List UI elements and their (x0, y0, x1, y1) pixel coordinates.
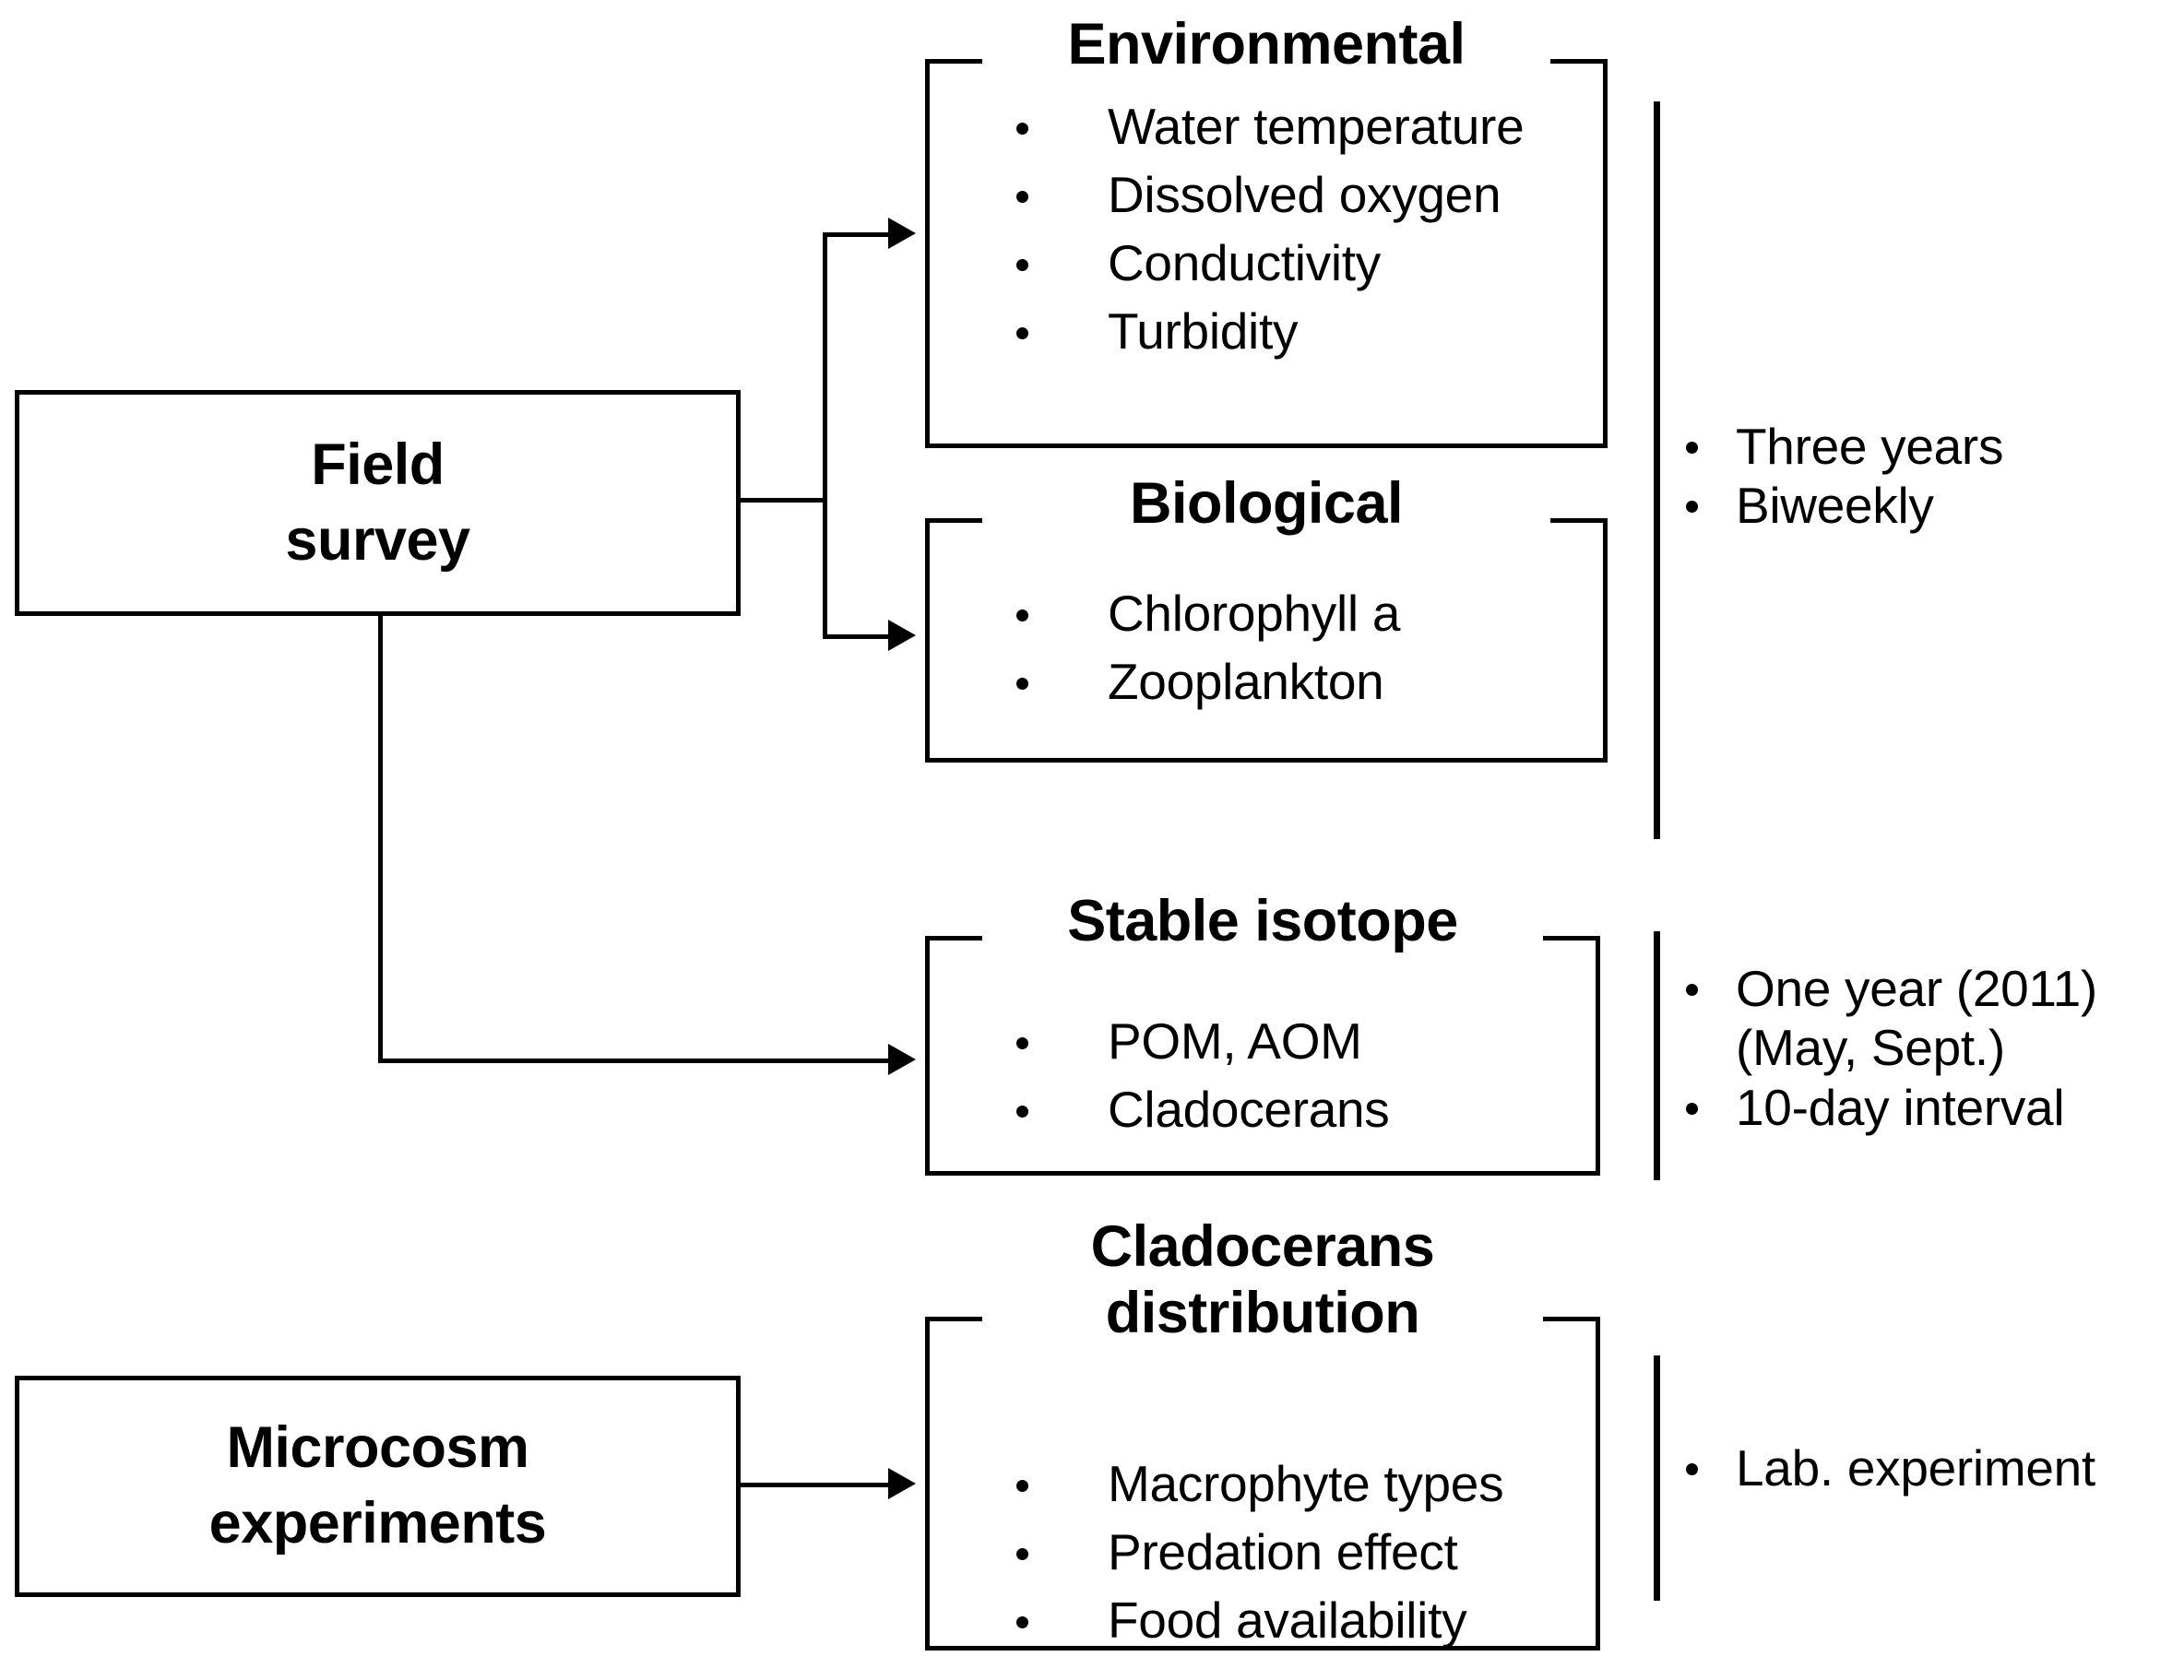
annotation-line: Biweekly (1682, 479, 2003, 533)
annotation-line: (May, Sept.) (1736, 1019, 2005, 1077)
stable-isotope-title: Stable isotope (1067, 889, 1458, 953)
node-microcosm-line-1: Microcosm (226, 1415, 529, 1481)
annotation-line: 10-day interval (1682, 1080, 2097, 1134)
annotation-line: One year (2011) (1682, 962, 2097, 1015)
environmental-title: Environmental (1067, 12, 1466, 77)
cladocerans-distribution-border-right (1596, 1317, 1600, 1650)
connector-field-survey-riser (823, 232, 827, 502)
environmental-border-stub-left (925, 59, 982, 64)
annotation-bar-microcosm (1654, 1355, 1660, 1601)
node-stable-isotope[interactable]: Stable isotope POM, AOM Cladocerans (925, 889, 1600, 1176)
annotation-bar-stable-isotope (1654, 931, 1660, 1180)
arrowhead-cladocerans-distribution (888, 1468, 916, 1499)
list-item: Macrophyte types (1010, 1459, 1504, 1509)
list-item: Predation effect (1010, 1527, 1503, 1578)
cladocerans-distribution-border-stub-left (925, 1317, 982, 1321)
annotation-stable-isotope-schedule: One year (2011) (May, Sept.) 10-day inte… (1682, 962, 2097, 1134)
list-item: Water temperature (1010, 101, 1525, 152)
cladocerans-distribution-item-list: Macrophyte types Predation effect Food a… (1010, 1459, 1504, 1646)
list-item: Conductivity (1010, 238, 1524, 289)
annotation-field-survey-schedule: Three years Biweekly (1682, 420, 2003, 533)
cladocerans-distribution-border-stub-right (1543, 1317, 1600, 1321)
connector-to-environmental (823, 232, 900, 237)
list-item: Zooplankton (1010, 657, 1400, 707)
biological-border-bottom (925, 758, 1608, 763)
node-field-survey-line-2: survey (285, 507, 470, 573)
arrowhead-stable-isotope (888, 1044, 916, 1075)
list-item: Turbidity (1010, 306, 1524, 357)
biological-border-stub-left (925, 518, 982, 523)
stable-isotope-border-stub-right (1543, 936, 1600, 941)
environmental-border-right (1603, 59, 1608, 448)
list-item: POM, AOM (1010, 1016, 1389, 1067)
biological-item-list: Chlorophyll a Zooplankton (1010, 588, 1400, 707)
annotation-line: Three years (1682, 420, 2003, 473)
annotation-line: Lab. experiment (1682, 1441, 2095, 1495)
node-biological[interactable]: Biological Chlorophyll a Zooplankton (925, 471, 1608, 763)
annotation-microcosm-schedule: Lab. experiment (1682, 1441, 2095, 1495)
environmental-item-list: Water temperature Dissolved oxygen Condu… (1010, 101, 1525, 357)
list-item: Chlorophyll a (1010, 588, 1400, 639)
stable-isotope-border-bottom (925, 1171, 1600, 1176)
stable-isotope-border-left (925, 936, 930, 1176)
node-environmental[interactable]: Environmental Water temperature Dissolve… (925, 12, 1608, 448)
list-item: Food availability (1010, 1595, 1503, 1646)
connector-field-survey-dropper (823, 498, 827, 639)
biological-border-left (925, 518, 930, 763)
biological-title: Biological (1129, 471, 1404, 536)
connector-to-stable-isotope (378, 1059, 900, 1063)
environmental-border-left (925, 59, 930, 448)
connector-to-biological (823, 634, 900, 639)
node-cladocerans-distribution[interactable]: Cladocerans distribution Macrophyte type… (925, 1214, 1600, 1650)
connector-to-cladocerans-distribution (731, 1483, 900, 1487)
connector-field-survey-to-isotope-riser (378, 604, 383, 1063)
biological-border-right (1603, 518, 1608, 763)
node-field-survey[interactable]: Field survey (15, 390, 741, 616)
stable-isotope-border-stub-left (925, 936, 982, 941)
cladocerans-distribution-title: Cladocerans distribution (1090, 1214, 1435, 1345)
cladocerans-distribution-border-left (925, 1317, 930, 1650)
annotation-bar-field-survey (1654, 101, 1660, 839)
arrowhead-biological (888, 620, 916, 651)
node-microcosm-experiments[interactable]: Microcosm experiments (15, 1376, 741, 1597)
environmental-border-stub-right (1550, 59, 1608, 64)
stable-isotope-item-list: POM, AOM Cladocerans (1010, 1016, 1390, 1135)
list-item: Dissolved oxygen (1010, 170, 1524, 220)
environmental-border-bottom (925, 444, 1608, 448)
list-item: Cladocerans (1010, 1084, 1390, 1135)
biological-border-stub-right (1550, 518, 1608, 523)
node-microcosm-line-2: experiments (208, 1491, 547, 1556)
node-field-survey-line-1: Field (311, 432, 445, 497)
cladocerans-distribution-border-bottom (925, 1646, 1600, 1650)
stable-isotope-border-right (1596, 936, 1600, 1176)
arrowhead-environmental (888, 218, 916, 249)
connector-field-survey-trunk (731, 498, 827, 503)
